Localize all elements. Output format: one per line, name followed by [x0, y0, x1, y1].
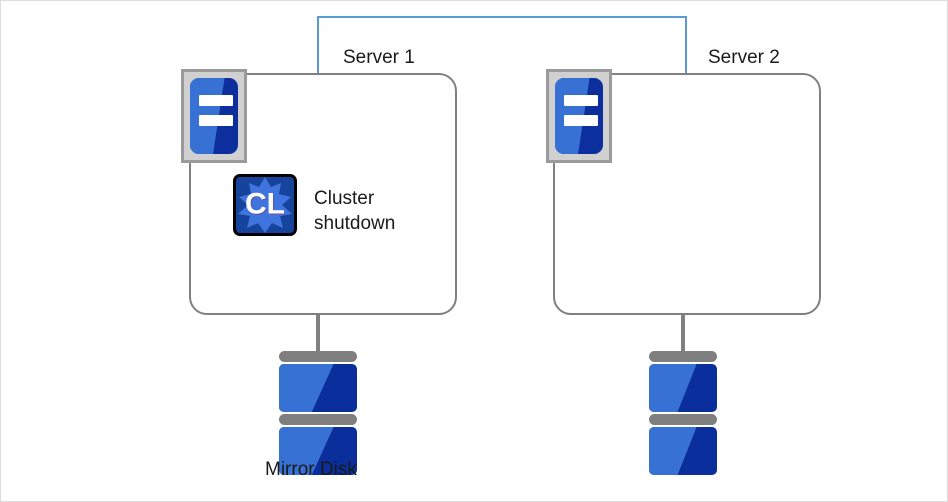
cluster-shutdown-caption: Cluster shutdown [314, 188, 396, 234]
disk-stack-icon-server2 [649, 351, 717, 477]
server-icon-bar [564, 95, 598, 106]
server2-storage-connector [681, 313, 685, 355]
cluster-splat-shape [238, 177, 292, 233]
disk-plate [279, 414, 357, 425]
disk-platter [649, 427, 717, 475]
cluster-icon[interactable]: CL [233, 174, 297, 236]
server1-storage-connector [316, 313, 320, 355]
server1-label: Server 1 [343, 47, 415, 68]
server-icon-body [555, 78, 603, 154]
server-icon-bar [199, 115, 233, 126]
mirror-disk-label: Mirror Disk [265, 459, 357, 480]
disk-platter [649, 364, 717, 412]
disk-plate [649, 414, 717, 425]
disk-stack-icon-server1 [279, 351, 357, 477]
server-interconnect-link [317, 16, 687, 74]
server-icon [546, 69, 612, 163]
server-icon-bar [199, 95, 233, 106]
disk-plate [279, 351, 357, 362]
server-icon-body [190, 78, 238, 154]
disk-platter [279, 427, 357, 475]
server-icon-bar [564, 115, 598, 126]
disk-platter [279, 364, 357, 412]
cluster-icon-glyph: CL [245, 187, 285, 221]
server2-label: Server 2 [708, 47, 780, 68]
disk-plate [649, 351, 717, 362]
server-icon [181, 69, 247, 163]
